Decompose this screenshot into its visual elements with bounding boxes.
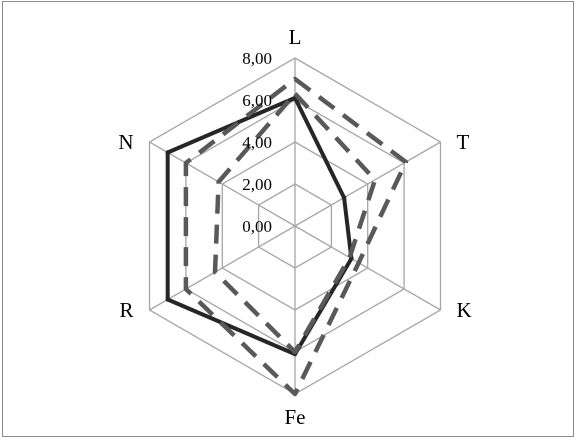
grid-layer bbox=[148, 57, 442, 395]
axis-spoke bbox=[149, 141, 296, 227]
series-layer bbox=[165, 76, 409, 397]
tick-label: 2,00 bbox=[242, 175, 272, 194]
axis-label-fe: Fe bbox=[285, 405, 306, 429]
axis-label-n: N bbox=[118, 130, 133, 154]
tick-label: 8,00 bbox=[242, 49, 272, 68]
axis-label-l: L bbox=[289, 25, 302, 49]
axis-label-k: K bbox=[457, 298, 472, 322]
tick-label: 6,00 bbox=[242, 91, 272, 110]
series-1-point bbox=[341, 195, 347, 200]
axis-label-t: T bbox=[457, 130, 470, 154]
series-1-point bbox=[165, 150, 170, 155]
series-1-point bbox=[349, 256, 354, 261]
axis-labels: L T K Fe R N bbox=[118, 25, 471, 429]
tick-labels: 0,00 2,00 4,00 6,00 8,00 bbox=[242, 49, 272, 236]
series-1-point bbox=[165, 297, 170, 302]
axis-spoke bbox=[294, 141, 441, 227]
axis-spoke bbox=[149, 225, 296, 311]
tick-label: 4,00 bbox=[242, 133, 272, 152]
tick-label: 0,00 bbox=[242, 217, 272, 236]
chart-frame bbox=[2, 1, 574, 437]
axis-label-r: R bbox=[119, 298, 133, 322]
axis-spoke bbox=[294, 225, 441, 311]
